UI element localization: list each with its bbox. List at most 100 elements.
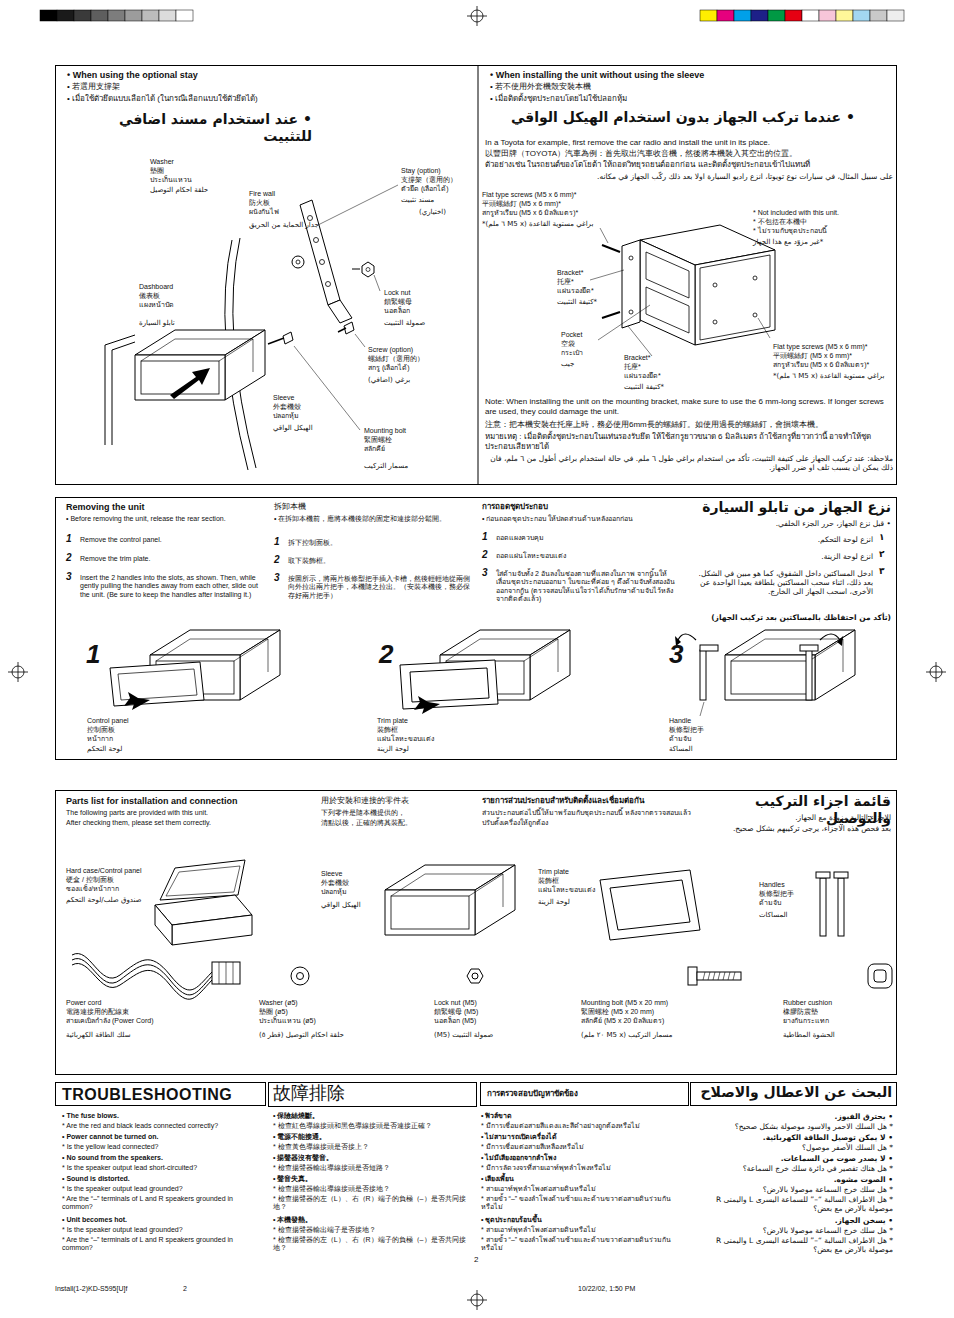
text-label: ซองแข็ง/หน้ากาก	[66, 885, 119, 893]
text-label: * هل سلك خرج السماعة موصولا بالارض؟	[690, 1226, 893, 1235]
text-label: * 檢查揚聲器的左（L）、右（R）端子的負極（–）是否共同接地？	[273, 1236, 473, 1253]
text-label: * هل هناك تقصير في دائرة سلك خرج السماعة…	[690, 1164, 893, 1173]
section-heading: • When using the optional stay	[67, 70, 198, 81]
text-label: 清點以後，正確的將其裝配。	[321, 819, 412, 827]
text-label: Bracket*	[624, 354, 650, 362]
step-number: 2	[274, 554, 280, 566]
text-label: * มีการเชื่อมต่อสายสีแดงและสีดำอย่างถูกต…	[481, 1122, 640, 1130]
section-heading: รายการส่วนประกอบสำหรับติดตั้งและเชื่อมต่…	[482, 796, 644, 806]
text-label: Remove the control panel.	[80, 536, 162, 544]
text-label: สายเคเบิลกำลัง (Power Cord)	[66, 1017, 154, 1025]
text-label: 板條型把手	[669, 726, 704, 734]
text-label: Stay (option)	[401, 167, 441, 175]
text-label: Fire wall	[249, 190, 275, 198]
text-label: 拆下控制面板。	[288, 539, 337, 547]
text-label: Remove the trim plate.	[80, 555, 150, 563]
text-label: مسند تثبيت	[401, 196, 434, 204]
text-label: • 聲音失真。	[273, 1175, 312, 1183]
text-label: • ไม่สามารถเปิดเครื่องได้	[481, 1133, 557, 1141]
text-label: * Is the speaker output lead short-circu…	[62, 1164, 197, 1172]
text-label: المساكات	[759, 911, 788, 919]
text-label: 平頭螺絲釘 (M5 x 6 mm)*	[482, 200, 561, 208]
text-label: ประเก็นแหวน (ø5)	[259, 1017, 316, 1025]
text-label: المساكة	[669, 745, 693, 753]
text-label: جيب	[561, 360, 574, 368]
text-label: • ก่อนถอดชุดประกอบ ให้ปลดส่วนด้านหลังออก…	[482, 515, 682, 523]
text-label: สลักคีย์ (M5 x 20 มิลลิเมตร)	[581, 1017, 664, 1025]
text-label: * هل الاطراف السالبة “–” للسماعة اليسرى …	[690, 1195, 893, 1213]
text-label: 10/22/02, 1:50 PM	[578, 1285, 635, 1293]
text-label: ประเก็นแหวน	[150, 176, 192, 184]
heading-box: TROUBLESHOOTING	[55, 1082, 266, 1106]
heading-box: البحث عن الاعطال والاصلاح	[690, 1082, 897, 1106]
text-label: • لا يمكن توصيل الطاقة الكهربائية.	[690, 1133, 893, 1142]
text-label: Hard case/Control panel	[66, 867, 142, 875]
text-label: ผนังกันไฟ	[249, 208, 279, 216]
text-label: 托座*	[557, 278, 574, 286]
text-label: 裝飾框	[377, 726, 398, 734]
text-label: • يسخن الجهاز.	[690, 1216, 893, 1225]
step-number: 2	[482, 549, 488, 561]
text-label: 螺絲釘（選用的）	[368, 355, 424, 363]
text-label: Bracket*	[557, 269, 583, 277]
text-label: Washer (ø5)	[259, 999, 298, 1007]
text-label: (اختياري)	[419, 208, 446, 216]
text-label: • เสียงเพี้ยน	[481, 1175, 514, 1183]
step-number: 3	[274, 572, 280, 584]
text-label: * มีการลัดวงจรที่สายเอาท์พุทลำโพงหรือไม่	[481, 1164, 611, 1172]
step-number: 3	[66, 571, 72, 583]
step-number: 1	[274, 536, 280, 548]
section-heading: การตรวจสอบปัญหาขัดข้อง	[487, 1089, 578, 1099]
text-label: Mounting bolt	[364, 427, 406, 435]
section-heading: • عندما تركب الجهاز بدون استخدام الهيكل …	[490, 109, 855, 126]
text-label: لوحة الزينة	[377, 745, 409, 753]
text-label: นอตล็อก (M5)	[434, 1017, 476, 1025]
text-label: ใส่ด้ามจับทั้ง 2 อันลงในช่องตามที่แสดงใน…	[496, 570, 676, 604]
text-label: 2	[183, 1285, 187, 1293]
text-label: สกรู (เลือกได้)	[368, 364, 410, 372]
section-panel: Removing the unit• Before removing the u…	[55, 497, 897, 760]
text-label: • الصوت مشوه.	[690, 1175, 893, 1184]
text-label: لوحة الزينة	[538, 898, 570, 906]
step-number: 1	[86, 641, 100, 667]
text-label: * 檢查揚聲器輸出導線接頭是否短路？	[273, 1164, 390, 1172]
text-label: 控制面板	[87, 726, 115, 734]
text-label: * สายขั้ว “–” ของลำโพงด้านซ้ายและด้านขวา…	[481, 1236, 681, 1253]
text-label: 空袋	[561, 340, 575, 348]
step-number: 3	[669, 641, 683, 667]
step-number: 3	[482, 567, 488, 579]
text-label: สกรูหัวเรียบ (M5 x 6 มิลลิเมตร)*	[773, 361, 869, 369]
text-label: Screw (option)	[368, 346, 413, 354]
section-heading: • When installing the unit without using…	[490, 70, 704, 81]
text-label: 取下裝飾框。	[288, 557, 330, 565]
text-label: Lock nut (M5)	[434, 999, 477, 1007]
text-label: * ไม่รวมกับชุดประกอบนี้	[753, 227, 827, 235]
section-heading: 故障排除	[273, 1083, 345, 1105]
text-label: 拆卸本機	[274, 502, 306, 512]
text-label: สลักคีย์	[364, 445, 385, 453]
text-label: 電路連接用的配線束	[66, 1008, 129, 1016]
text-label: * Is the yellow lead connected?	[62, 1143, 159, 1151]
text-label: Handle	[669, 717, 691, 725]
text-label: * สายเอาท์พุทลำโพงต่อสายดินหรือไม่	[481, 1226, 596, 1234]
heading-box: การตรวจสอบปัญหาขัดข้อง	[480, 1082, 689, 1106]
heading-box: 故障排除	[268, 1082, 477, 1107]
text-label: • ฟิวส์ขาด	[481, 1112, 512, 1120]
text-label: ملاحظة: عند تركيب الجهاز على كتيفة التثب…	[485, 454, 893, 472]
text-label: Lock nut	[384, 289, 410, 297]
text-label: * 檢查揚聲器輸出端子是否接地？	[273, 1226, 376, 1234]
text-label: • ไม่มีเสียงออกจากลำโพง	[481, 1154, 556, 1162]
text-label: 下列零件是隨本機提供的，	[321, 809, 405, 817]
text-label: * 檢查揚聲器輸出導線接頭是否接地？	[273, 1185, 390, 1193]
text-label: Power cord	[66, 999, 101, 1007]
section-heading: نزع الجهاز من تابلو السيارة	[691, 499, 891, 516]
text-label: الحشوة المطاطية	[783, 1031, 835, 1039]
text-label: براغي مستوية القاعدة (M5 x ٦ ملم)*	[773, 372, 884, 380]
text-label: 鎖緊螺母	[384, 298, 412, 306]
text-label: 用於安裝和連接的零件表	[321, 796, 409, 806]
text-label: Sleeve	[321, 870, 342, 878]
text-label: 注意：把本機安裝在托座上時，務必使用6mm長的螺絲釘。如使用過長的螺絲釘，會損壞…	[485, 420, 893, 430]
text-label: Note: When installing the unit on the mo…	[485, 397, 893, 416]
section-panel: Parts list for installation and connecti…	[55, 790, 897, 1075]
text-label: Trim plate	[377, 717, 408, 725]
